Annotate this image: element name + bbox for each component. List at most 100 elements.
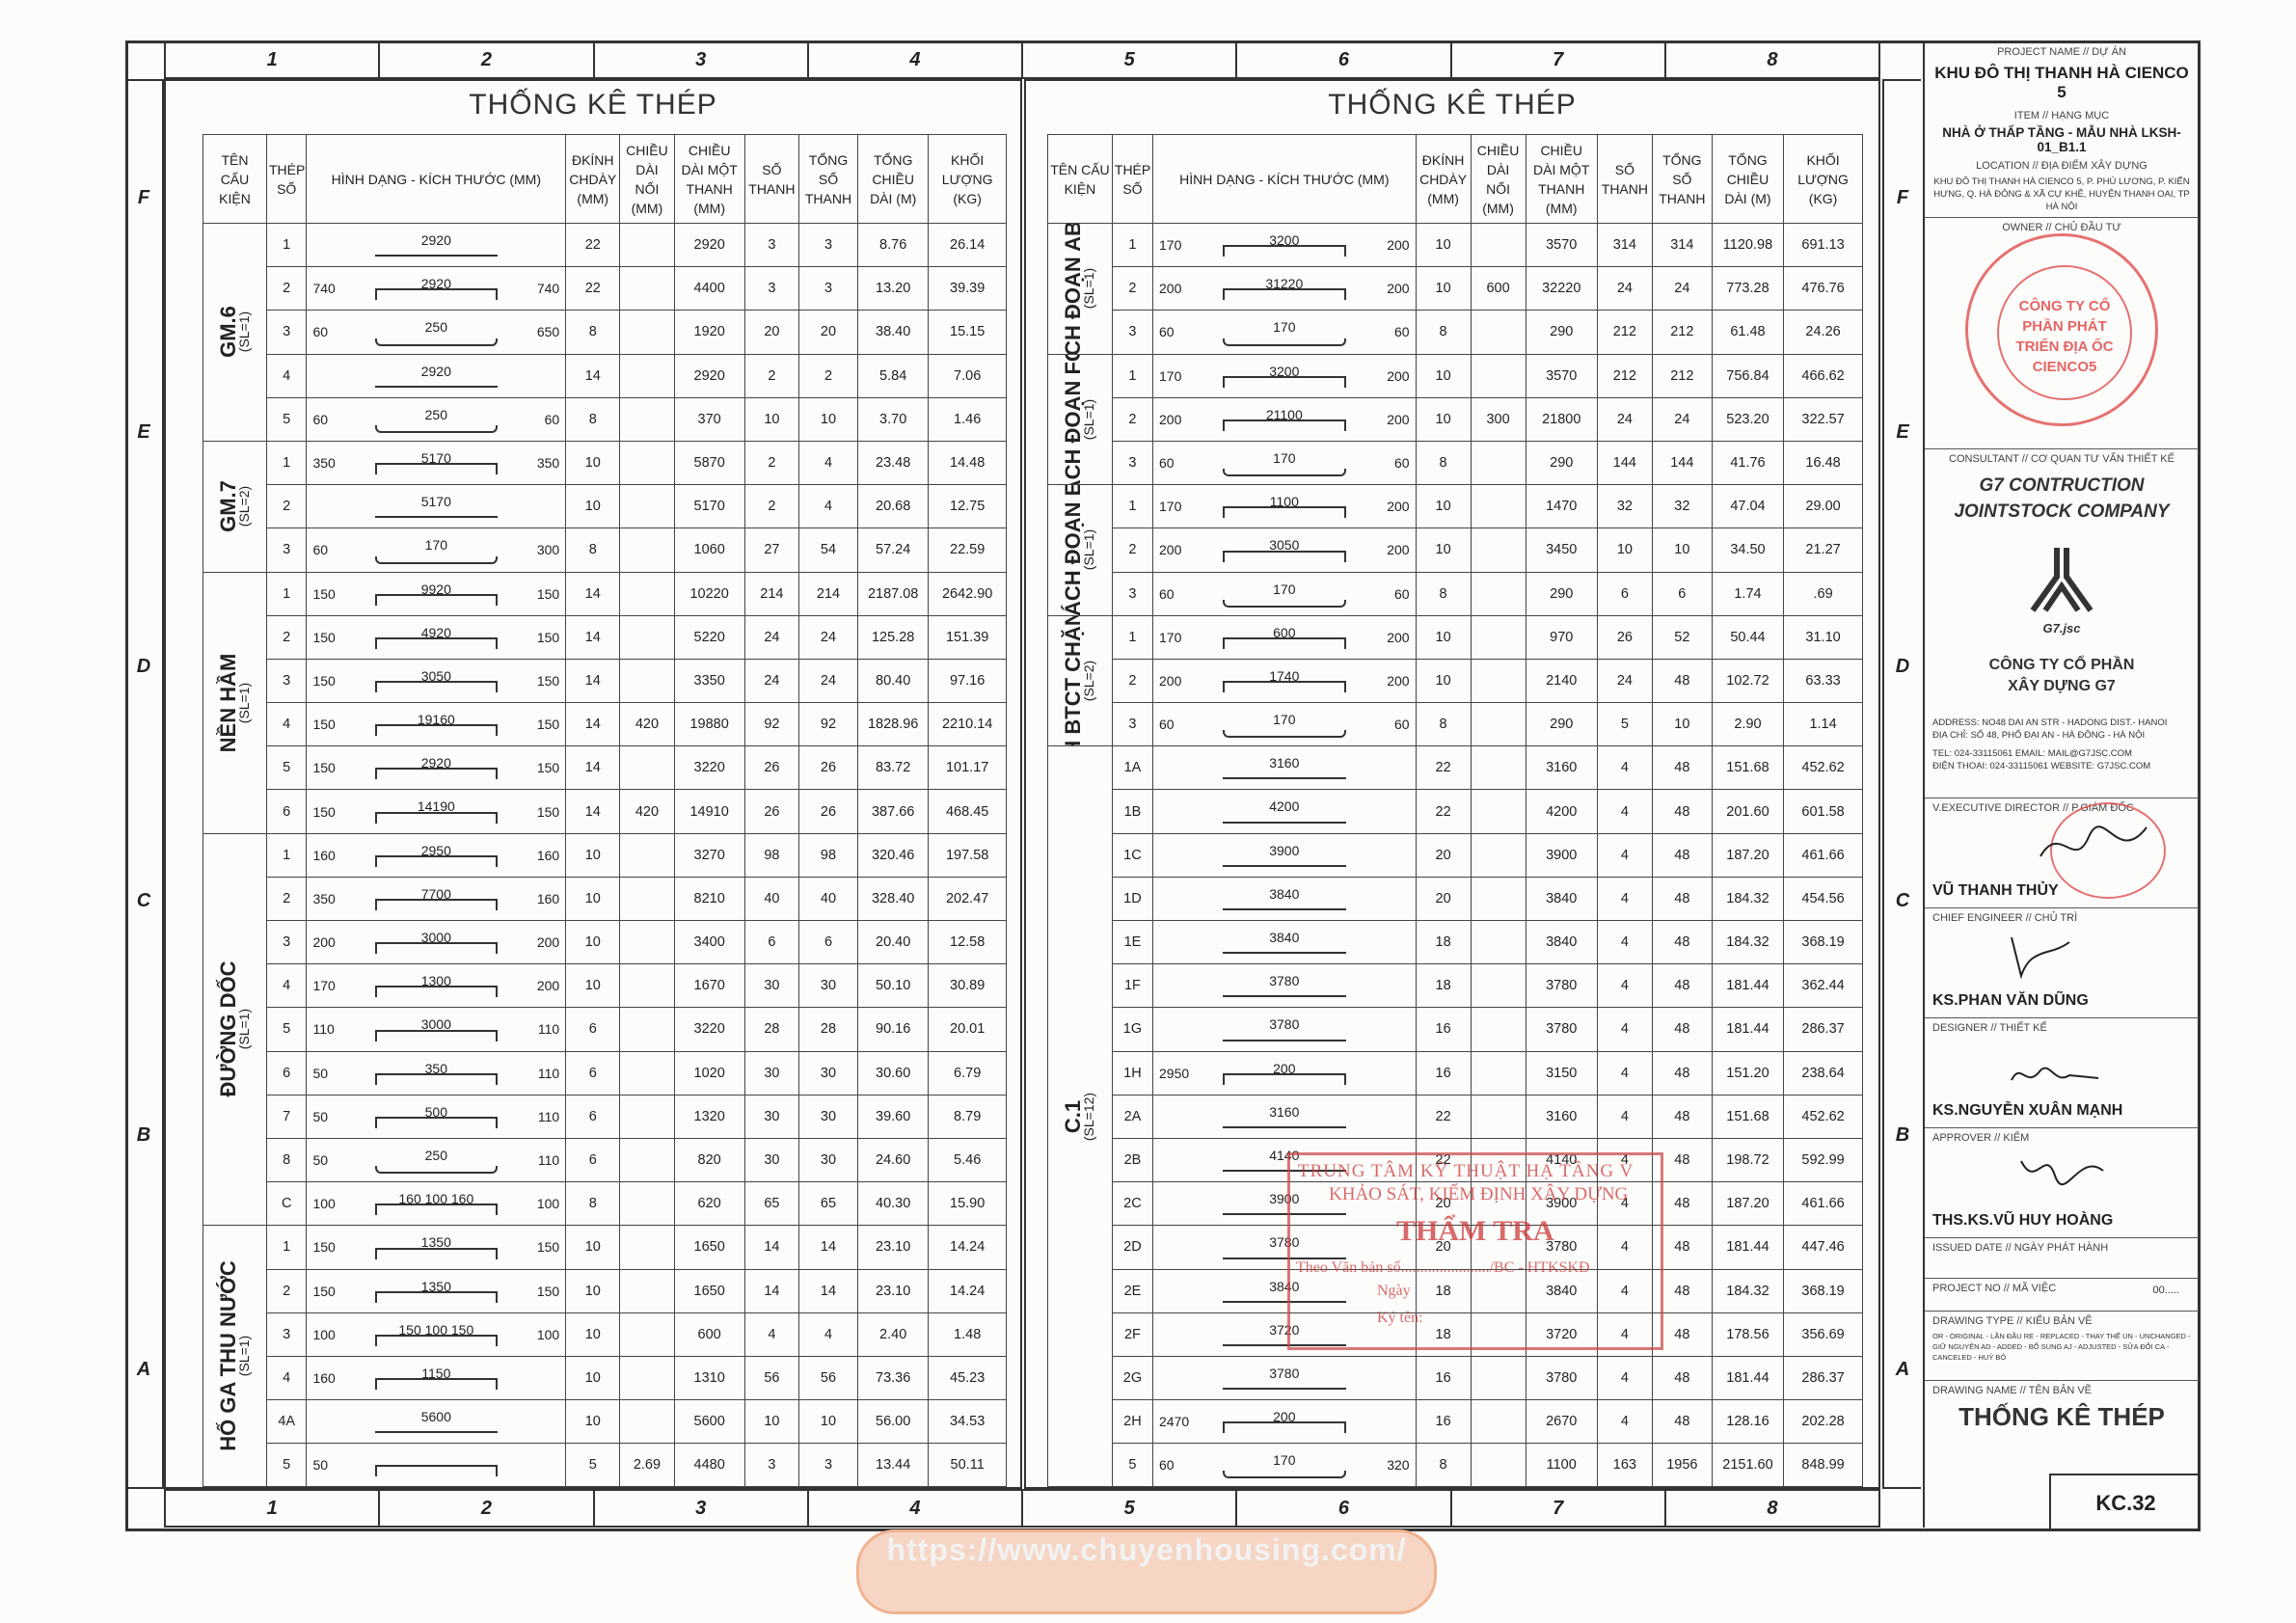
shape-right-dim: 150 [536,1283,560,1299]
left-schedule-title: THỐNG KÊ THÉP [469,89,717,121]
bar-mark: 2 [1111,527,1154,573]
bar-shape-line [375,338,498,346]
shape-main-dim: 1100 [1269,494,1299,510]
cell-d: 5 [565,1443,621,1488]
cell-d: 10 [565,1355,621,1401]
bar-mark: 1 [265,222,308,268]
cell-len: 370 [673,396,745,442]
inspection-stamp: TRUNG TÂM KỸ THUẬT HẠ TẦNG V KHẢO SÁT, K… [1287,1152,1663,1350]
cell-tq: 48 [1651,745,1713,791]
cell-w: 16.48 [1783,440,1863,486]
cell-w: .69 [1783,571,1863,616]
column-label: 4 [809,42,1023,77]
cell-w: 202.28 [1783,1399,1863,1445]
shape-right-dim: 160 [536,847,560,863]
approver-name: THS.KS.VŨ HUY HOÀNG [1932,1212,2114,1229]
cell-d: 14 [565,614,621,660]
column-label: 7 [1452,1491,1666,1526]
bar-shape-line [1222,636,1347,649]
shape-main-dim: 3000 [420,1016,451,1033]
cell-len: 1670 [673,963,745,1009]
bar-mark: 2 [1111,266,1154,311]
cell-len: 3840 [1525,876,1598,922]
bar-mark: 2 [1111,396,1154,442]
bar-mark: 1D [1111,876,1154,922]
shape-right-dim: 60 [1394,455,1410,472]
bar-shape-cell: 3840 [1152,1268,1417,1313]
cell-w: 22.59 [928,527,1007,573]
column-label: 6 [1237,1491,1452,1526]
shape-main-dim: 1740 [1269,667,1300,684]
bar-shape-line [375,768,498,780]
row-label: E [1896,421,1909,443]
bar-mark: 3 [265,658,308,704]
shape-main-dim: 3160 [1269,1103,1300,1120]
shape-left-dim: 150 [312,1239,336,1256]
cell-len: 3780 [1525,1355,1598,1401]
member-quantity: (SL=12) [1081,1092,1097,1141]
shape-main-dim: 3050 [1269,537,1300,554]
cell-n [619,876,675,922]
cell-d: 10 [565,876,621,922]
bar-mark: 2A [1111,1094,1154,1139]
shape-right-dim: 200 [1387,281,1410,297]
shape-left-dim: 200 [312,934,336,951]
cell-w: 476.76 [1783,266,1863,311]
cell-tl: 151.20 [1711,1050,1785,1096]
shape-main-dim: 500 [424,1103,447,1120]
shape-left-dim: 150 [312,717,336,733]
bar-shape-line [375,593,498,606]
cell-len: 14910 [673,789,745,834]
member-name-cell: GM.6(SL=1) [203,223,267,442]
shape-left-dim: 170 [1159,499,1182,515]
cell-d: 16 [1415,1007,1472,1052]
shape-main-dim: 3900 [1269,1191,1300,1207]
cell-len: 3570 [1525,353,1598,398]
bar-mark: 2G [1111,1355,1154,1401]
cell-d: 10 [1415,266,1472,311]
website-watermark-link[interactable]: https://www.chuyenhousing.com/ [856,1529,1437,1614]
cell-d: 10 [1415,614,1472,660]
cell-len: 3270 [673,832,745,878]
cell-d: 16 [1415,1355,1472,1401]
shape-right-dim: 150 [536,803,560,820]
bar-mark: 5 [265,1007,308,1052]
cell-w: 30.89 [928,963,1007,1009]
cell-len: 10220 [673,571,745,616]
cell-tq: 212 [1651,310,1713,355]
cell-tq: 24 [1651,266,1713,311]
shape-main-dim: 3900 [1269,842,1300,858]
shape-right-dim: 740 [536,281,560,297]
cell-d: 16 [1415,1050,1472,1096]
cell-n [619,571,675,616]
cell-tl: 41.76 [1711,440,1785,486]
cell-tl: 181.44 [1711,1225,1785,1270]
column-label: 4 [809,1491,1023,1526]
cell-n [1470,353,1526,398]
shape-left-dim: 150 [312,803,336,820]
cell-tq: 14 [797,1225,859,1270]
cell-d: 10 [565,963,621,1009]
cell-tq: 48 [1651,1007,1713,1052]
bar-mark: 1H [1111,1050,1154,1096]
shape-right-dim: 150 [536,717,560,733]
cell-qty: 4 [1596,1268,1653,1313]
cell-len: 2920 [673,222,745,268]
cell-d: 10 [1415,396,1472,442]
